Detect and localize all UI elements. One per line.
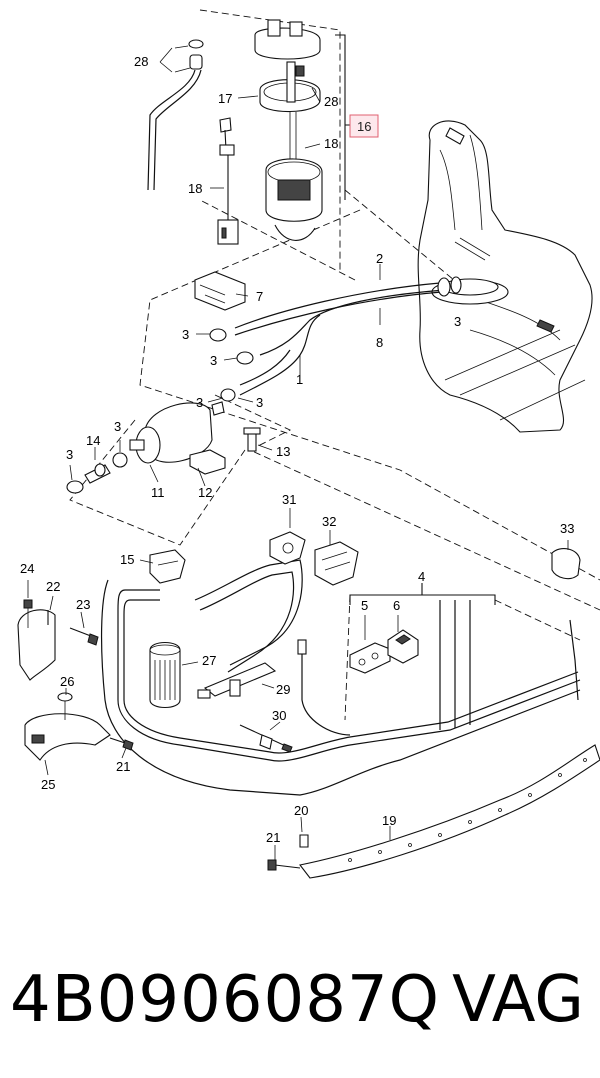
dashed-frames: [69, 9, 600, 721]
label-5: 5: [361, 598, 368, 613]
label-20: 20: [294, 803, 308, 818]
label-28: 28: [324, 94, 338, 109]
label-16: 16: [357, 119, 371, 134]
label-7: 7: [256, 289, 263, 304]
label-2: 2: [376, 251, 383, 266]
manifold-29: [197, 662, 277, 699]
fuel-tank: [417, 120, 593, 433]
clips-31-32-33: [269, 531, 581, 586]
pipe-bundle: [100, 559, 581, 796]
highlight-callout-16: 16: [349, 114, 379, 138]
label-1: 1: [296, 372, 303, 387]
part-number-footer: 4B0906087Q VAG: [0, 945, 600, 1055]
fuel-pump-assembly: [254, 19, 323, 241]
label-18: 18: [324, 136, 338, 151]
label-3: 3: [66, 447, 73, 462]
label-33: 33: [560, 521, 574, 536]
label-31: 31: [282, 492, 296, 507]
label-28: 28: [134, 54, 148, 69]
part-number: 4B0906087Q: [10, 963, 441, 1037]
label-24: 24: [20, 561, 34, 576]
label-22: 22: [46, 579, 60, 594]
parts-diagram: 28 17 28 16 18 18 2 7 3 3 8 3 1 3 3 3 14…: [17, 9, 600, 879]
vent-hose: [147, 39, 204, 191]
bracket-4-brace: [349, 583, 496, 605]
left-brackets: [17, 599, 134, 761]
label-32: 32: [322, 514, 336, 529]
label-3: 3: [182, 327, 189, 342]
tank-strap: [267, 744, 600, 879]
clips-5-6: [349, 629, 419, 674]
label-3: 3: [256, 395, 263, 410]
fuel-lines: [234, 276, 462, 396]
label-21: 21: [266, 830, 280, 845]
label-17: 17: [218, 91, 232, 106]
clip-15: [149, 549, 186, 584]
fuel-filter: [84, 401, 261, 484]
sender-wire: [217, 117, 239, 245]
label-8: 8: [376, 335, 383, 350]
label-21: 21: [116, 759, 130, 774]
leader-lines: [27, 45, 569, 860]
label-3: 3: [196, 395, 203, 410]
bracket-7: [194, 271, 246, 311]
label-4: 4: [418, 569, 425, 584]
label-27: 27: [202, 653, 216, 668]
label-18: 18: [188, 181, 202, 196]
label-14: 14: [86, 433, 100, 448]
label-29: 29: [276, 682, 290, 697]
label-19: 19: [382, 813, 396, 828]
filter-insert-27: [149, 641, 181, 709]
label-23: 23: [76, 597, 90, 612]
label-25: 25: [41, 777, 55, 792]
label-15: 15: [120, 552, 134, 567]
label-11: 11: [151, 485, 165, 500]
callout-labels: 28 17 28 16 18 18 2 7 3 3 8 3 1 3 3 3 14…: [20, 54, 574, 845]
brand-name: VAG: [452, 963, 584, 1037]
label-26: 26: [60, 674, 74, 689]
label-30: 30: [272, 708, 286, 723]
label-6: 6: [393, 598, 400, 613]
cable-tie-30: [239, 724, 293, 753]
label-3: 3: [454, 314, 461, 329]
label-13: 13: [276, 444, 290, 459]
label-3: 3: [210, 353, 217, 368]
label-12: 12: [198, 485, 212, 500]
clamps: [66, 328, 254, 494]
label-3: 3: [114, 419, 121, 434]
